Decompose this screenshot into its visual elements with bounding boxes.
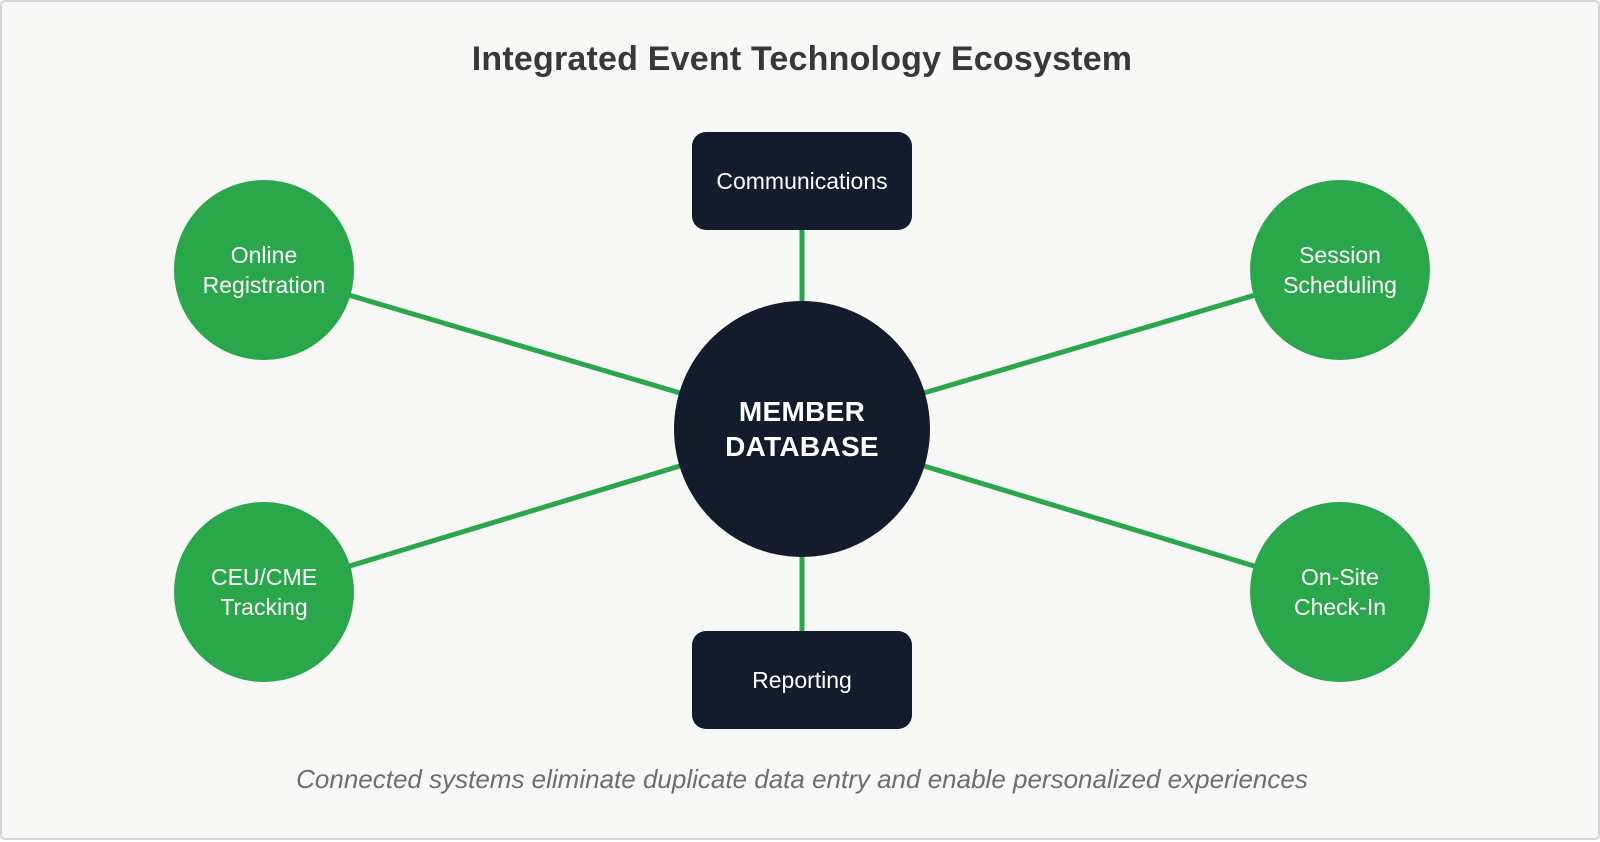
node-online-registration: Online Registration [174, 180, 354, 360]
node-ceu-cme-tracking-label-line2: Tracking [220, 594, 308, 620]
node-session-scheduling: Session Scheduling [1250, 180, 1430, 360]
caption: Connected systems eliminate duplicate da… [296, 764, 1308, 794]
node-communications-label: Communications [716, 167, 888, 194]
node-online-registration-label-line1: Online [230, 242, 298, 268]
node-session-scheduling-label-line2: Scheduling [1283, 272, 1397, 298]
node-online-registration-label-line2: Registration [202, 272, 326, 298]
node-on-site-check-in: On-Site Check-In [1250, 502, 1430, 682]
node-member-database-label-line1: MEMBER [738, 396, 866, 427]
node-ceu-cme-tracking-label-line1: CEU/CME [210, 564, 318, 590]
node-reporting: Reporting [692, 631, 912, 729]
node-ceu-cme-tracking: CEU/CME Tracking [174, 502, 354, 682]
node-on-site-check-in-label-line1: On-Site [1301, 564, 1379, 590]
node-member-database-label-line2: DATABASE [725, 431, 879, 462]
node-reporting-label: Reporting [752, 666, 852, 693]
node-session-scheduling-label-line1: Session [1299, 242, 1381, 268]
node-on-site-check-in-label-line2: Check-In [1293, 594, 1387, 620]
node-member-database: MEMBER DATABASE [674, 301, 930, 557]
page-title: Integrated Event Technology Ecosystem [471, 40, 1133, 78]
node-communications: Communications [692, 132, 912, 230]
